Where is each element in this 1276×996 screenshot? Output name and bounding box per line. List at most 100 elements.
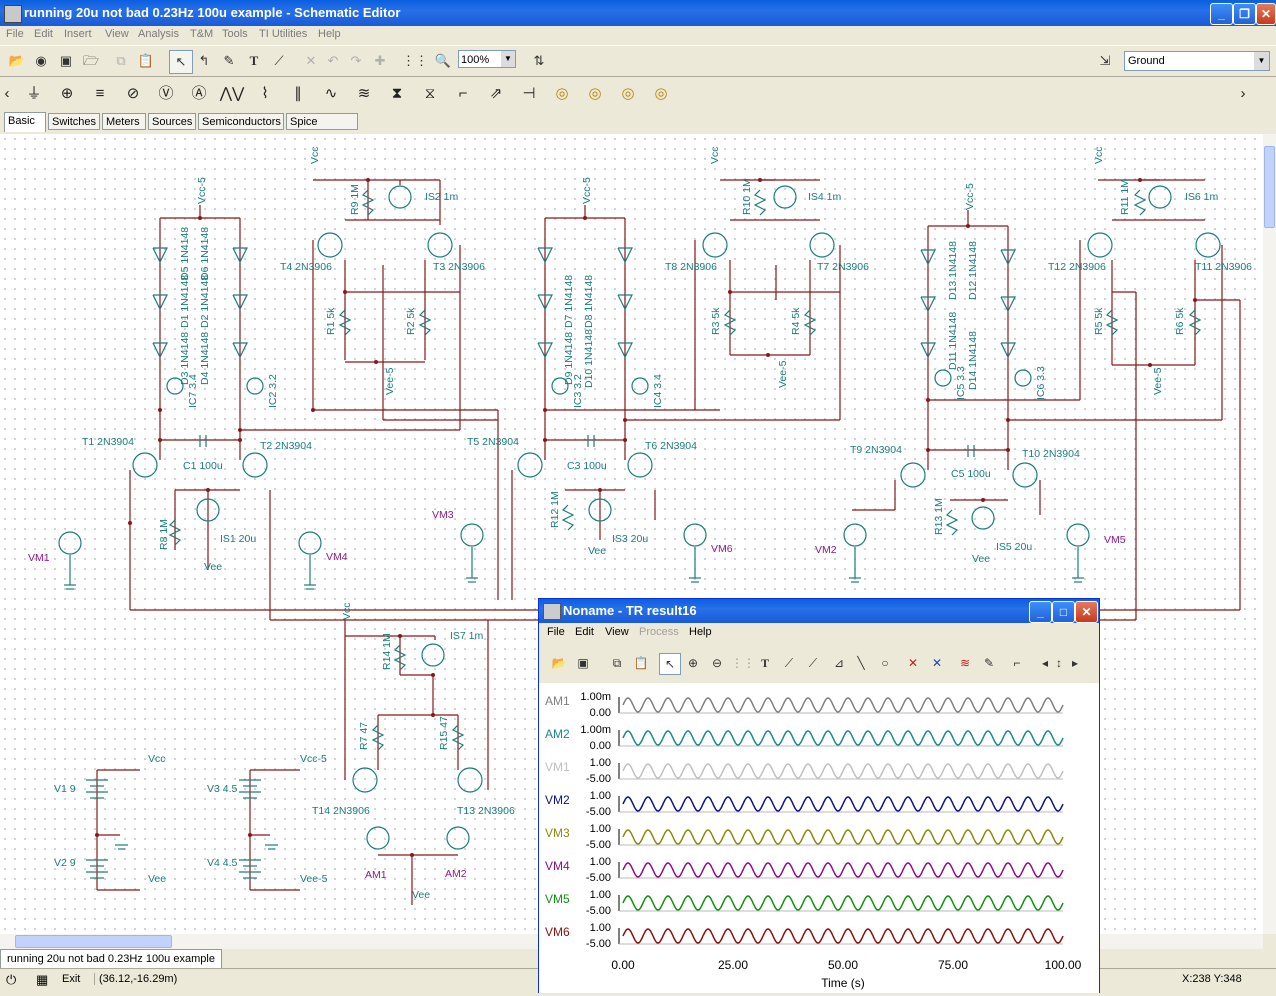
result-minimize-button[interactable]: _ bbox=[1029, 601, 1052, 623]
power-icon[interactable]: ⏻ bbox=[6, 972, 17, 987]
result-cursor-a-icon[interactable]: ✕ bbox=[907, 656, 919, 670]
tab-semiconductors[interactable]: Semiconductors bbox=[198, 113, 284, 130]
transformer2-icon[interactable]: ⧖ bbox=[424, 85, 436, 102]
menu-insert[interactable]: Insert bbox=[64, 28, 92, 40]
copy-icon[interactable]: ⧉ bbox=[116, 53, 126, 68]
scroll-left-icon[interactable]: ‹ bbox=[4, 85, 10, 102]
pin-icon[interactable]: ✚ bbox=[374, 53, 386, 68]
select-arrow-icon[interactable]: ↖ bbox=[169, 50, 193, 74]
switch-icon[interactable]: ⌐ bbox=[458, 85, 468, 102]
result-axis-icon[interactable]: ⊿ bbox=[833, 656, 845, 670]
tab-sources[interactable]: Sources bbox=[148, 113, 196, 130]
transformer-icon[interactable]: ⧗ bbox=[391, 85, 403, 102]
result-zoom-in-icon[interactable]: ⊕ bbox=[687, 656, 699, 670]
open-folder-icon[interactable]: 🗁 bbox=[82, 53, 100, 68]
result-curve-icon[interactable]: ⟋ bbox=[784, 656, 794, 670]
menu-file[interactable]: File bbox=[6, 28, 24, 40]
result-line-icon[interactable]: ╲ bbox=[857, 656, 865, 670]
minimize-button[interactable]: _ bbox=[1210, 3, 1233, 25]
result-curve2-icon[interactable]: ⟋ bbox=[808, 656, 818, 670]
capacitor-icon[interactable]: ∥ bbox=[294, 85, 302, 102]
result-prev-icon[interactable]: ◂ bbox=[1041, 656, 1049, 670]
redo-icon[interactable]: ↷ bbox=[350, 53, 362, 68]
result-select-icon[interactable]: ↖ bbox=[659, 653, 681, 675]
result-cursor-b-icon[interactable]: ✕ bbox=[931, 656, 943, 670]
result-text-icon[interactable]: T bbox=[760, 656, 769, 670]
result-pen-icon[interactable]: ✎ bbox=[983, 656, 995, 670]
zoom-select[interactable]: 100%▼ bbox=[458, 50, 516, 68]
result-paste-icon[interactable]: 📋 bbox=[633, 656, 649, 670]
result-grid-icon[interactable]: ⋮⋮ bbox=[731, 656, 755, 670]
close-button[interactable]: ✕ bbox=[1256, 3, 1276, 25]
hs-source2-icon[interactable]: ◎ bbox=[654, 85, 668, 102]
potentiometer-icon[interactable]: ⌇ bbox=[261, 85, 269, 102]
schematic-canvas[interactable]: T1 2N3904 T2 2N3904 T3 2N3906 T4 2N3906 … bbox=[0, 134, 1263, 934]
edit-icon[interactable]: ⟋ bbox=[274, 53, 284, 68]
result-zoom-out-icon[interactable]: ⊖ bbox=[711, 656, 723, 670]
horizontal-scroll-thumb[interactable] bbox=[15, 935, 172, 948]
result-circle-icon[interactable]: ○ bbox=[881, 656, 889, 670]
open-icon[interactable]: 📂 bbox=[8, 53, 26, 68]
result-open-icon[interactable]: 📂 bbox=[551, 656, 567, 670]
pencil-icon[interactable]: ✎ bbox=[223, 53, 235, 68]
menu-edit[interactable]: Edit bbox=[34, 28, 53, 40]
restore-button[interactable]: ❐ bbox=[1233, 3, 1256, 25]
exit-button[interactable]: Exit bbox=[62, 973, 81, 985]
tab-basic[interactable]: Basic bbox=[4, 112, 46, 132]
result-maximize-button[interactable]: □ bbox=[1052, 601, 1075, 623]
hs-source-icon[interactable]: ◎ bbox=[621, 85, 635, 102]
menu-tools[interactable]: Tools bbox=[222, 28, 248, 40]
menu-view[interactable]: View bbox=[105, 28, 129, 40]
scroll-right-icon[interactable]: › bbox=[1240, 85, 1246, 102]
ammeter-icon[interactable]: Ⓐ bbox=[191, 85, 207, 102]
tab-spice-macros[interactable]: Spice Macros bbox=[286, 113, 358, 145]
ic-source2-icon[interactable]: ◎ bbox=[588, 85, 602, 102]
probe-icon[interactable]: ⇅ bbox=[533, 53, 545, 68]
result-save-icon[interactable]: ▣ bbox=[577, 656, 589, 670]
result-next-icon[interactable]: ▸ bbox=[1071, 656, 1079, 670]
text-icon[interactable]: T bbox=[249, 53, 259, 68]
result-close-button[interactable]: ✕ bbox=[1075, 601, 1098, 623]
battery-icon[interactable]: ⊕ bbox=[60, 85, 74, 102]
result-traces-icon[interactable]: ≋ bbox=[959, 656, 971, 670]
result-updown-icon[interactable]: ↕ bbox=[1056, 656, 1062, 670]
result-menu-edit[interactable]: Edit bbox=[575, 626, 594, 638]
menu-ti-utilities[interactable]: TI Utilities bbox=[259, 28, 308, 40]
resistor-icon[interactable]: ⋀⋁ bbox=[219, 85, 245, 102]
voltmeter-icon[interactable]: Ⓥ bbox=[158, 85, 174, 102]
tab-switches[interactable]: Switches bbox=[48, 113, 100, 130]
document-tab[interactable]: running 20u not bad 0.23Hz 100u example bbox=[0, 949, 222, 969]
vertical-scroll-thumb[interactable] bbox=[1264, 146, 1275, 228]
ground-select[interactable]: Ground▼ bbox=[1124, 51, 1270, 71]
grid-icon[interactable]: ⋮⋮ bbox=[402, 53, 428, 68]
menu-tm[interactable]: T&M bbox=[190, 28, 214, 40]
varistor-icon[interactable]: ⇗ bbox=[489, 85, 503, 102]
result-menu-help[interactable]: Help bbox=[689, 626, 712, 638]
ground-bus-icon[interactable]: ≡ bbox=[95, 85, 105, 102]
vertical-scrollbar[interactable] bbox=[1263, 134, 1276, 934]
zoom-icon[interactable]: 🔍 bbox=[434, 53, 452, 68]
result-copy-icon[interactable]: ⧉ bbox=[612, 656, 622, 670]
result-flag-icon[interactable]: ⌐ bbox=[1013, 656, 1021, 670]
undo-icon[interactable]: ↶ bbox=[327, 53, 339, 68]
save-icon[interactable]: ▣ bbox=[59, 53, 73, 68]
menu-analysis[interactable]: Analysis bbox=[138, 28, 179, 40]
result-menu-file[interactable]: File bbox=[547, 626, 565, 638]
tab-meters[interactable]: Meters bbox=[102, 113, 146, 130]
delete-icon[interactable]: ✕ bbox=[305, 53, 317, 68]
component-icon[interactable]: ▦ bbox=[36, 972, 49, 987]
inductor-icon[interactable]: ∿ bbox=[324, 85, 338, 102]
inductor-core-icon[interactable]: ≋ bbox=[357, 85, 371, 102]
menu-help[interactable]: Help bbox=[318, 28, 341, 40]
select-wire-icon[interactable]: ↰ bbox=[198, 53, 210, 68]
ground-icon[interactable]: ⏚ bbox=[26, 85, 42, 102]
globe-icon[interactable]: ◉ bbox=[35, 53, 47, 68]
ic-source-icon[interactable]: ◎ bbox=[555, 85, 569, 102]
ground-tool-icon[interactable]: ⇲ bbox=[1099, 53, 1111, 68]
result-menu-view[interactable]: View bbox=[605, 626, 629, 638]
plate-icon[interactable]: ⊣ bbox=[522, 85, 536, 102]
result-menu-process[interactable]: Process bbox=[639, 626, 679, 638]
paste-icon[interactable]: 📋 bbox=[137, 53, 155, 68]
voltage-source-icon[interactable]: ⊘ bbox=[126, 85, 140, 102]
